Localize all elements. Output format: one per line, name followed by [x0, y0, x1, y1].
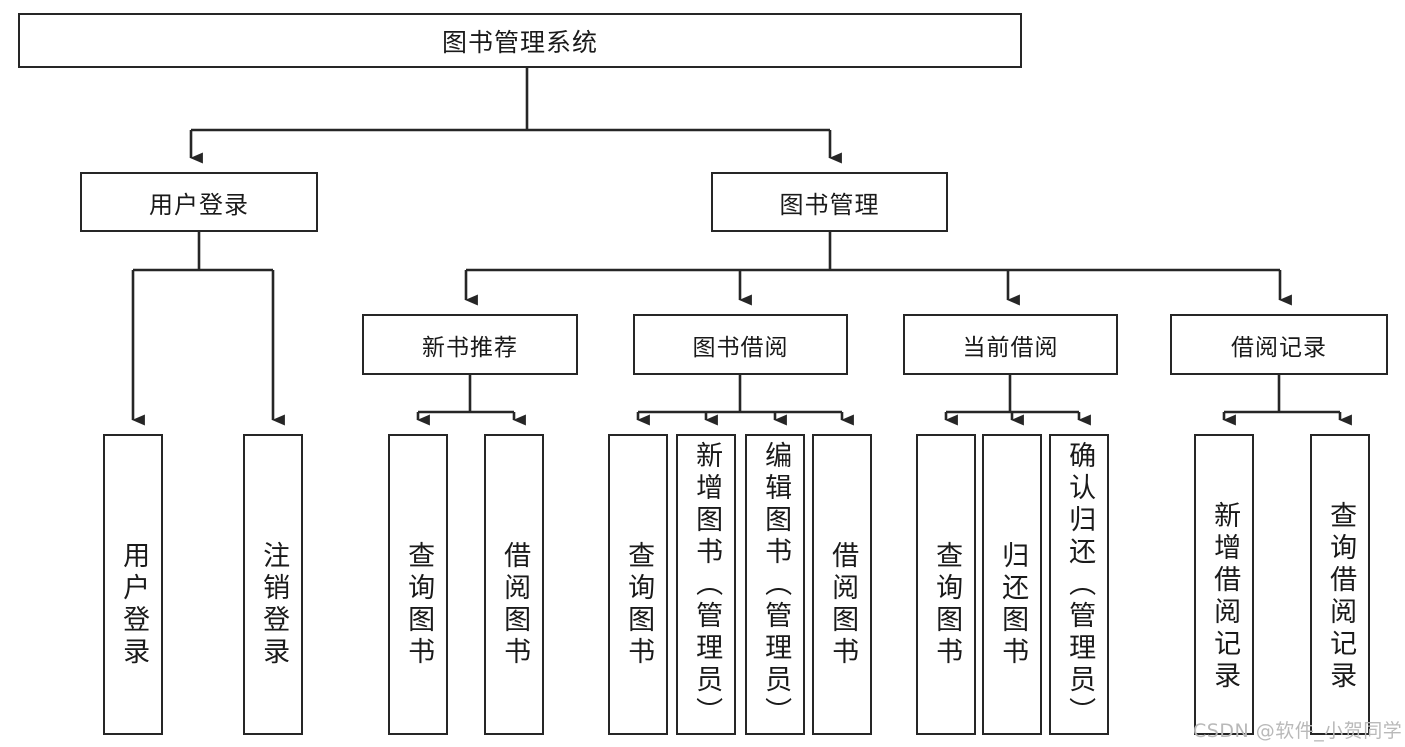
node-book-management-label: 图书管理	[779, 190, 880, 219]
leaf-edit-book-admin-label: 编辑图书（管理员）	[760, 441, 792, 729]
leaf-add-book-admin-label: 新增图书（管理员）	[691, 441, 723, 729]
leaf-query-book-current-label: 查询图书	[931, 540, 963, 669]
node-book-borrow[interactable]: 图书借阅	[633, 314, 848, 375]
leaf-logout-label: 注销登录	[258, 540, 290, 669]
leaf-logout[interactable]: 注销登录	[243, 434, 303, 735]
leaf-add-borrow-record-label: 新增借阅记录	[1209, 501, 1241, 694]
node-book-borrow-label: 图书借阅	[692, 334, 789, 361]
csdn-watermark: CSDN @软件_小贺同学	[1193, 720, 1403, 742]
node-user-login-label: 用户登录	[149, 190, 249, 219]
leaf-query-book-borrow-label: 查询图书	[623, 540, 655, 669]
leaf-query-book-newbook[interactable]: 查询图书	[388, 434, 448, 735]
leaf-borrow-book-newbook-label: 借阅图书	[499, 540, 531, 669]
node-root-label: 图书管理系统	[441, 27, 598, 57]
node-user-login[interactable]: 用户登录	[80, 172, 318, 232]
leaf-confirm-return-admin-label: 确认归还（管理员）	[1064, 441, 1096, 729]
leaf-borrow-book-label: 借阅图书	[827, 540, 859, 669]
leaf-query-book-current[interactable]: 查询图书	[916, 434, 976, 735]
leaf-return-book[interactable]: 归还图书	[982, 434, 1042, 735]
leaf-user-login[interactable]: 用户登录	[103, 434, 163, 735]
leaf-add-book-admin[interactable]: 新增图书（管理员）	[676, 434, 736, 735]
node-current-borrow[interactable]: 当前借阅	[903, 314, 1118, 375]
node-borrow-record-label: 借阅记录	[1231, 334, 1327, 361]
node-new-book-recommend-label: 新书推荐	[422, 334, 518, 361]
leaf-query-book-newbook-label: 查询图书	[403, 540, 435, 669]
leaf-query-borrow-record[interactable]: 查询借阅记录	[1310, 434, 1370, 735]
node-book-management[interactable]: 图书管理	[711, 172, 948, 232]
leaf-confirm-return-admin[interactable]: 确认归还（管理员）	[1049, 434, 1109, 735]
leaf-return-book-label: 归还图书	[997, 540, 1029, 669]
node-root[interactable]: 图书管理系统	[18, 13, 1022, 68]
leaf-add-borrow-record[interactable]: 新增借阅记录	[1194, 434, 1254, 735]
leaf-borrow-book[interactable]: 借阅图书	[812, 434, 872, 735]
node-borrow-record[interactable]: 借阅记录	[1170, 314, 1388, 375]
node-new-book-recommend[interactable]: 新书推荐	[362, 314, 578, 375]
leaf-borrow-book-newbook[interactable]: 借阅图书	[484, 434, 544, 735]
node-current-borrow-label: 当前借阅	[962, 334, 1059, 361]
leaf-query-borrow-record-label: 查询借阅记录	[1325, 501, 1357, 694]
leaf-edit-book-admin[interactable]: 编辑图书（管理员）	[745, 434, 805, 735]
leaf-query-book-borrow[interactable]: 查询图书	[608, 434, 668, 735]
leaf-user-login-label: 用户登录	[118, 540, 150, 669]
